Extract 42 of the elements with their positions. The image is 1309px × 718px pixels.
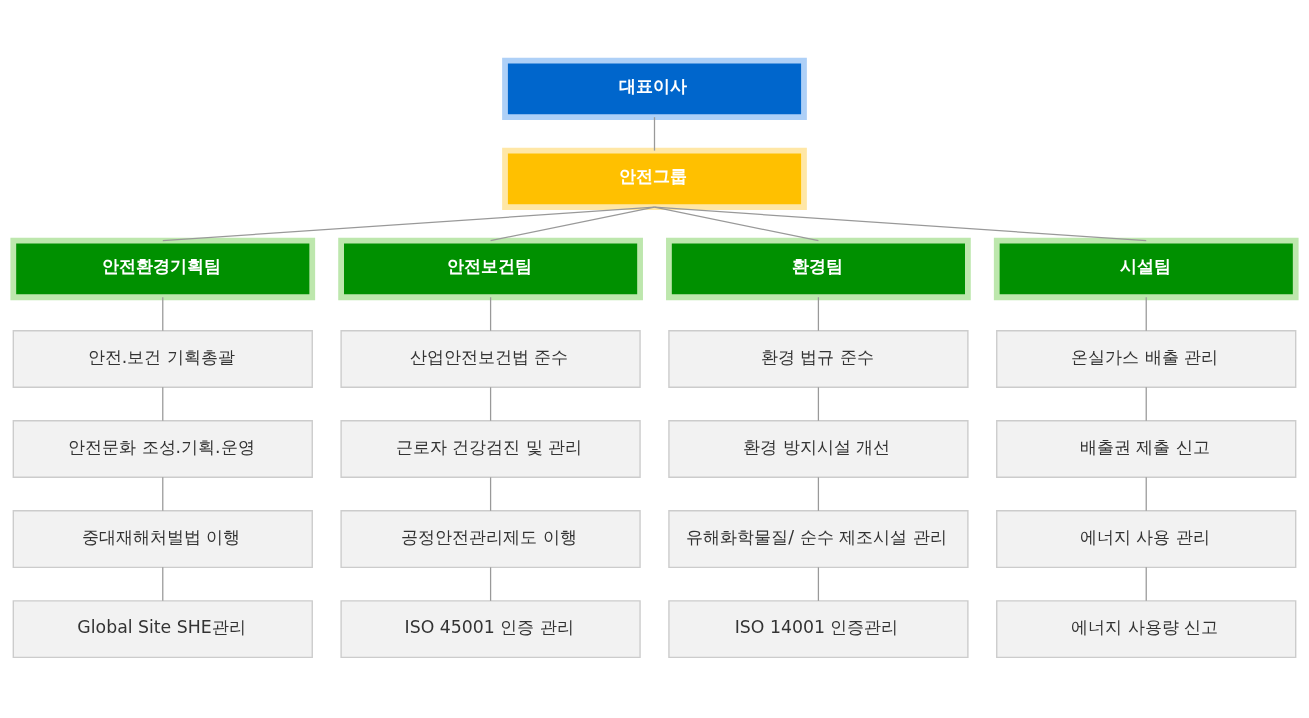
node-box: 에너지 사용 관리 xyxy=(996,510,1297,569)
connector xyxy=(489,386,492,422)
node-box: 환경 방지시설 개선 xyxy=(668,420,969,478)
node-box: ISO 45001 인증 관리 xyxy=(340,600,641,659)
node-box: 근로자 건강검진 및 관리 xyxy=(340,420,641,478)
node-box: 중대재해처벌법 이행 xyxy=(12,510,313,569)
connector xyxy=(817,386,820,422)
node-box: 안전환경기획팀 xyxy=(10,237,316,301)
connector xyxy=(817,566,820,602)
connector xyxy=(653,116,656,152)
connector xyxy=(489,566,492,602)
node-box: 안전보건팀 xyxy=(338,237,643,301)
node-box: 환경 법규 준수 xyxy=(668,330,969,388)
connector xyxy=(489,476,492,512)
node-box: 대표이사 xyxy=(502,57,807,121)
connector xyxy=(653,206,1147,242)
connector xyxy=(162,386,164,422)
connector xyxy=(162,206,656,242)
node-box: ISO 14001 인증관리 xyxy=(668,600,969,659)
node-box: 산업안전보건법 준수 xyxy=(340,330,641,388)
connector xyxy=(162,566,164,602)
connector xyxy=(162,296,164,332)
connector xyxy=(1145,476,1147,512)
node-box: 공정안전관리제도 이행 xyxy=(340,510,641,569)
connector xyxy=(1145,296,1147,332)
node-box: 유해화학물질/ 순수 제조시설 관리 xyxy=(668,510,969,569)
connector xyxy=(1145,386,1147,422)
node-box: 시설팀 xyxy=(993,237,1299,301)
node-box: Global Site SHE관리 xyxy=(12,600,313,659)
connector xyxy=(817,296,820,332)
connector xyxy=(162,476,164,512)
node-box: 배출권 제출 신고 xyxy=(996,420,1297,478)
connector xyxy=(817,476,820,512)
node-box: 안전문화 조성.기획.운영 xyxy=(12,420,313,478)
connector xyxy=(1145,566,1147,602)
node-box: 안전.보건 기획총괄 xyxy=(12,330,313,388)
node-box: 환경팀 xyxy=(666,237,971,301)
connector xyxy=(489,296,492,332)
connector xyxy=(489,206,656,242)
node-box: 안전그룹 xyxy=(502,147,807,211)
node-box: 에너지 사용량 신고 xyxy=(996,600,1297,659)
node-box: 온실가스 배출 관리 xyxy=(996,330,1297,388)
